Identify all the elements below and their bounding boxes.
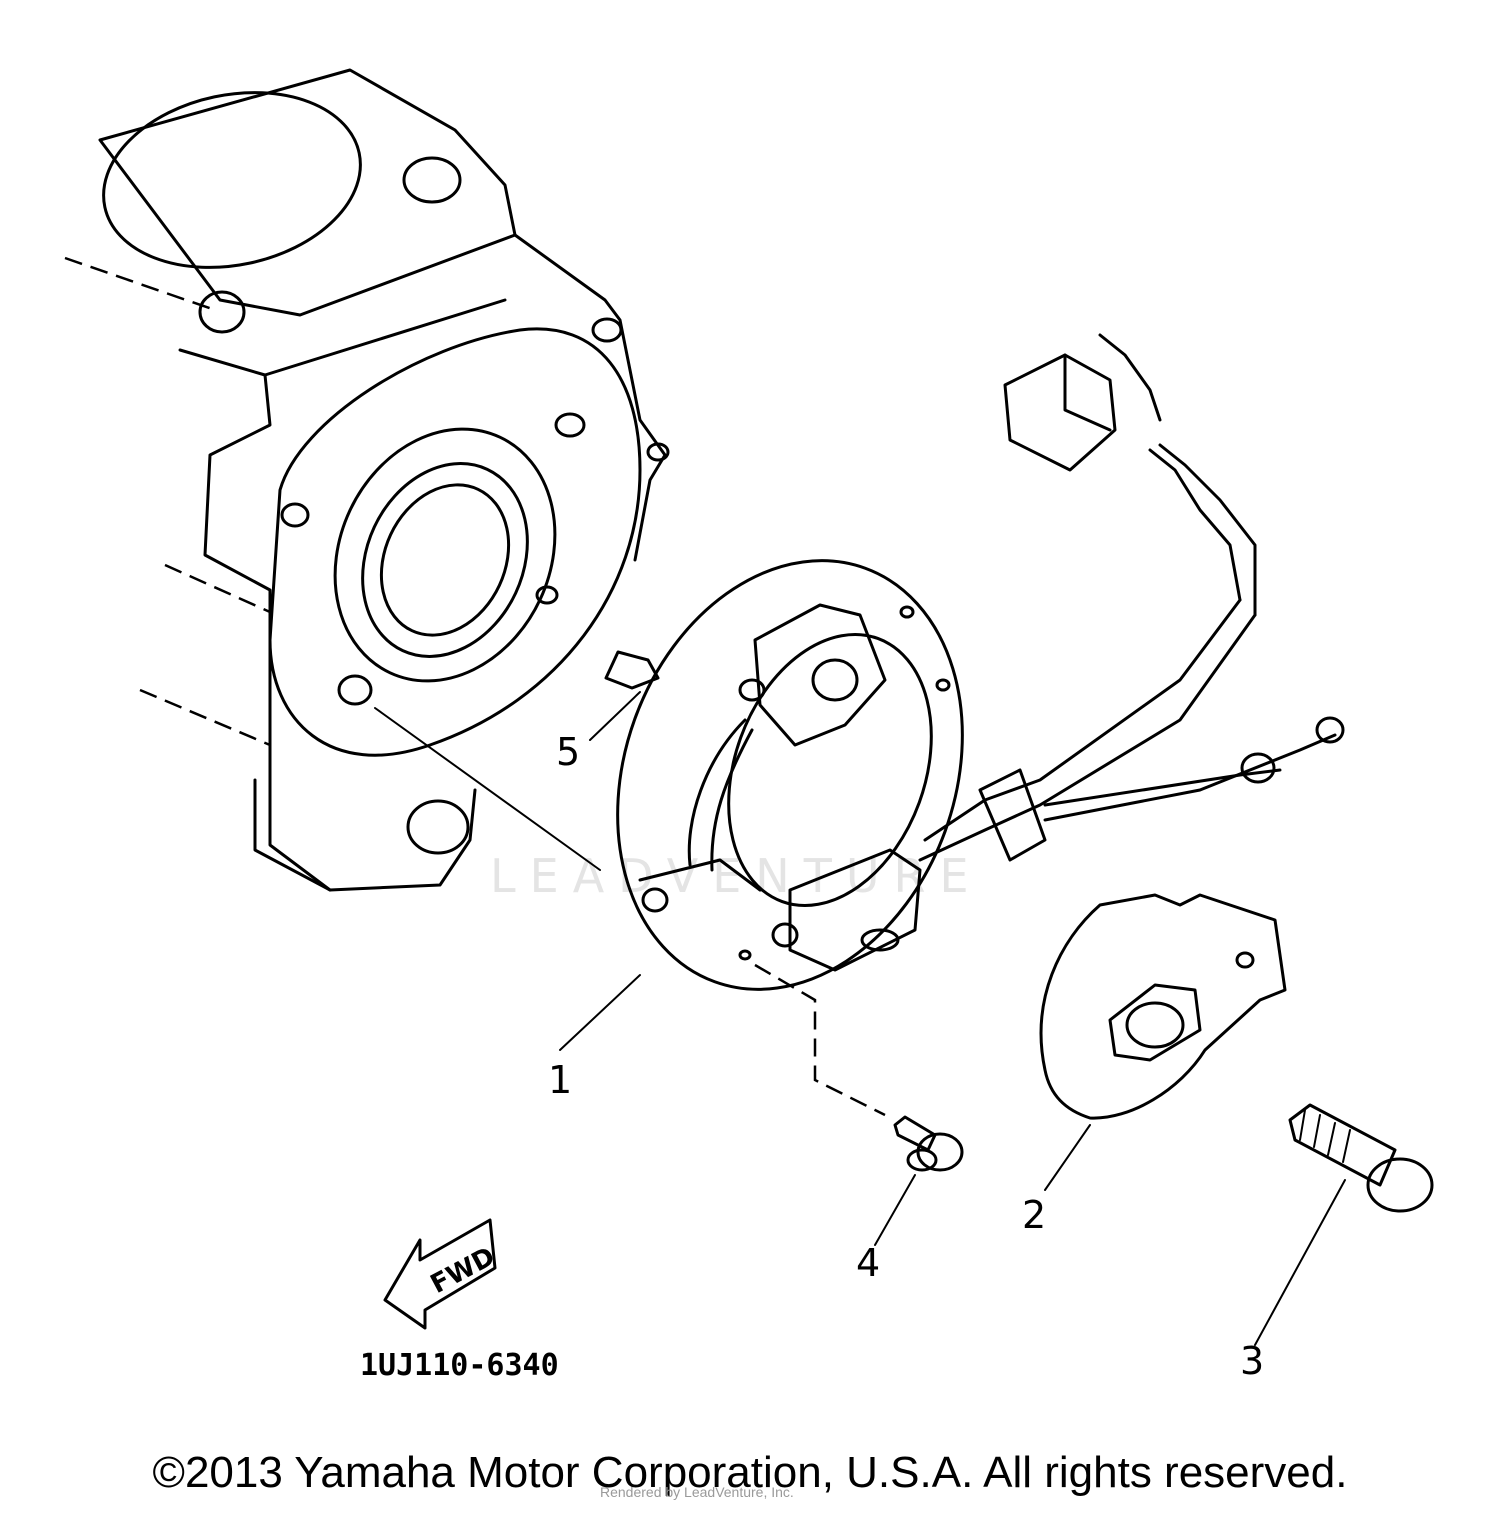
bolt-large: [1254, 1103, 1434, 1346]
screw-washer: [874, 1115, 964, 1246]
drawing-code: 1UJ110-6340: [360, 1348, 559, 1383]
watermark-text: LEADVENTURE: [490, 849, 983, 903]
part-label-5: 5: [556, 730, 580, 774]
stator-base-assembly: [559, 333, 1345, 1117]
forward-direction-arrow: FWD: [383, 1218, 500, 1330]
copyright-notice: ©2013 Yamaha Motor Corporation, U.S.A. A…: [152, 1448, 1348, 1497]
pickup-plate: [1039, 893, 1287, 1191]
part-label-3: 3: [1240, 1339, 1264, 1383]
part-label-1: 1: [548, 1058, 572, 1102]
part-label-4: 4: [856, 1241, 880, 1285]
engine-crankcase: [64, 68, 670, 892]
part-label-2: 2: [1022, 1193, 1046, 1237]
woodruff-key: [589, 650, 660, 741]
rendered-by-notice: Rendered by LeadVenture, Inc.: [600, 1484, 794, 1500]
